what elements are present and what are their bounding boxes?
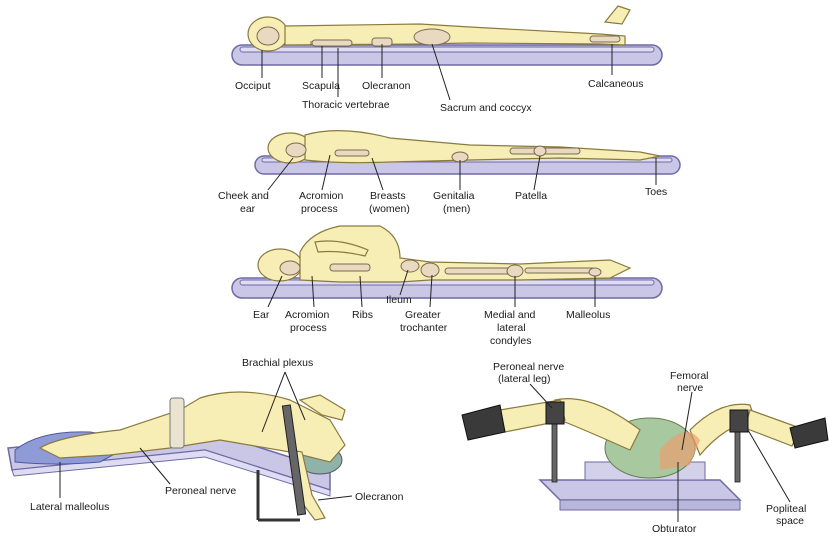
- label-ear-lateral: Ear: [253, 309, 270, 321]
- label-popliteal: Popliteal: [766, 503, 806, 515]
- lateral-patient: [258, 226, 630, 282]
- label-ileum: Ileum: [386, 294, 412, 306]
- label-lateral-malleolus: Lateral malleolus: [30, 501, 109, 513]
- label-medial-and: Medial and: [484, 309, 536, 321]
- label-process-prone: process: [301, 203, 338, 215]
- label-acromion-prone: Acromion: [299, 190, 344, 202]
- label-space: space: [776, 515, 804, 527]
- prone-patient: [268, 131, 660, 163]
- label-sacrum-coccyx: Sacrum and coccyx: [440, 102, 532, 114]
- label-lateral-leg: (lateral leg): [498, 373, 551, 385]
- label-acromion-lateral: Acromion: [285, 309, 330, 321]
- label-process-lateral: process: [290, 322, 327, 334]
- label-malleolus: Malleolus: [566, 309, 610, 321]
- prone-position-figure: Cheek and ear Acromion process Breasts (…: [218, 131, 680, 215]
- label-ear-prone: ear: [240, 203, 256, 215]
- label-nerve: nerve: [677, 382, 703, 394]
- label-peroneal-nerve-armboard: Peroneal nerve: [165, 485, 236, 497]
- label-scapula: Scapula: [302, 80, 340, 92]
- label-peroneal-nerve-lithotomy: Peroneal nerve: [493, 361, 564, 373]
- label-olecranon-armboard: Olecranon: [355, 491, 404, 503]
- label-men: (men): [443, 203, 470, 215]
- lateral-position-figure: Ear Acromion process Ribs Ileum Greater …: [232, 226, 662, 347]
- label-genitalia: Genitalia: [433, 190, 475, 202]
- supine-patient: [248, 6, 630, 51]
- label-olecranon-supine: Olecranon: [362, 80, 411, 92]
- label-ribs: Ribs: [352, 309, 373, 321]
- label-toes: Toes: [645, 186, 667, 198]
- supine-position-figure: Occiput Scapula Olecranon Thoracic verte…: [232, 6, 662, 114]
- label-calcaneous: Calcaneous: [588, 78, 643, 90]
- lithotomy-table: [540, 480, 740, 500]
- label-femoral: Femoral: [670, 370, 709, 382]
- lithotomy-position-figure: Peroneal nerve (lateral leg) Femoral ner…: [462, 361, 828, 535]
- label-trochanter: trochanter: [400, 322, 448, 334]
- label-lateral: lateral: [497, 322, 526, 334]
- label-women: (women): [369, 203, 410, 215]
- label-occiput: Occiput: [235, 80, 271, 92]
- label-greater: Greater: [405, 309, 441, 321]
- label-thoracic-vertebrae: Thoracic vertebrae: [302, 99, 390, 111]
- label-patella: Patella: [515, 190, 547, 202]
- armboard-position-figure: Brachial plexus Peroneal nerve Olecranon…: [8, 357, 404, 520]
- lithotomy-patient: [462, 399, 828, 478]
- label-obturator: Obturator: [652, 523, 697, 535]
- label-cheek-and: Cheek and: [218, 190, 269, 202]
- label-breasts: Breasts: [370, 190, 406, 202]
- label-condyles: condyles: [490, 335, 531, 347]
- label-brachial-plexus: Brachial plexus: [242, 357, 313, 369]
